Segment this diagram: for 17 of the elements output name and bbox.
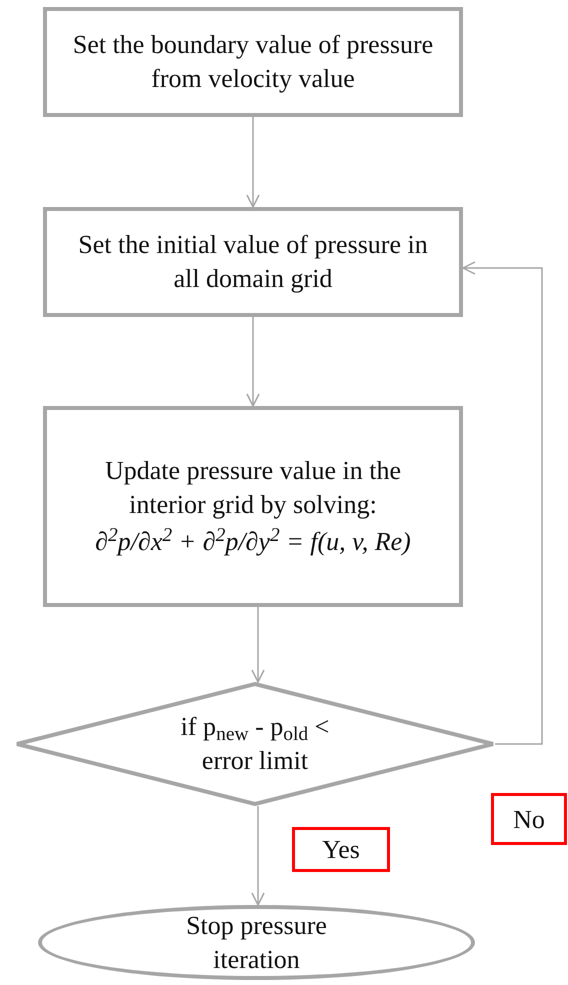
- arrow: [246, 117, 260, 208]
- arrow: [246, 317, 260, 407]
- decision-diamond: [15, 682, 495, 806]
- arrow: [251, 806, 265, 906]
- equation: ∂$^{2}$p/∂x$^{2}$ + ∂$^{2}$p/∂y$^{2}$ = f(u, v, Re): [95, 525, 411, 558]
- step-text: Update pressure value in the interior grid by solving:: [104, 454, 402, 521]
- arrow: [462, 261, 543, 745]
- step-text: Set the initial value of pressure in all domain grid: [77, 229, 429, 295]
- step-text: Stop pressure iteration: [185, 910, 328, 976]
- process-box: [43, 207, 463, 317]
- edge-label: No: [491, 793, 567, 845]
- process-box: [43, 406, 463, 607]
- edge-label: Yes: [292, 827, 390, 872]
- arrow: [251, 607, 265, 683]
- process-box: [43, 7, 463, 117]
- step-text: if p$_{new}$ - p$_{old}$ < error limit: [180, 711, 330, 777]
- step-text: Set the boundary value of pressure from velocity value: [72, 29, 434, 95]
